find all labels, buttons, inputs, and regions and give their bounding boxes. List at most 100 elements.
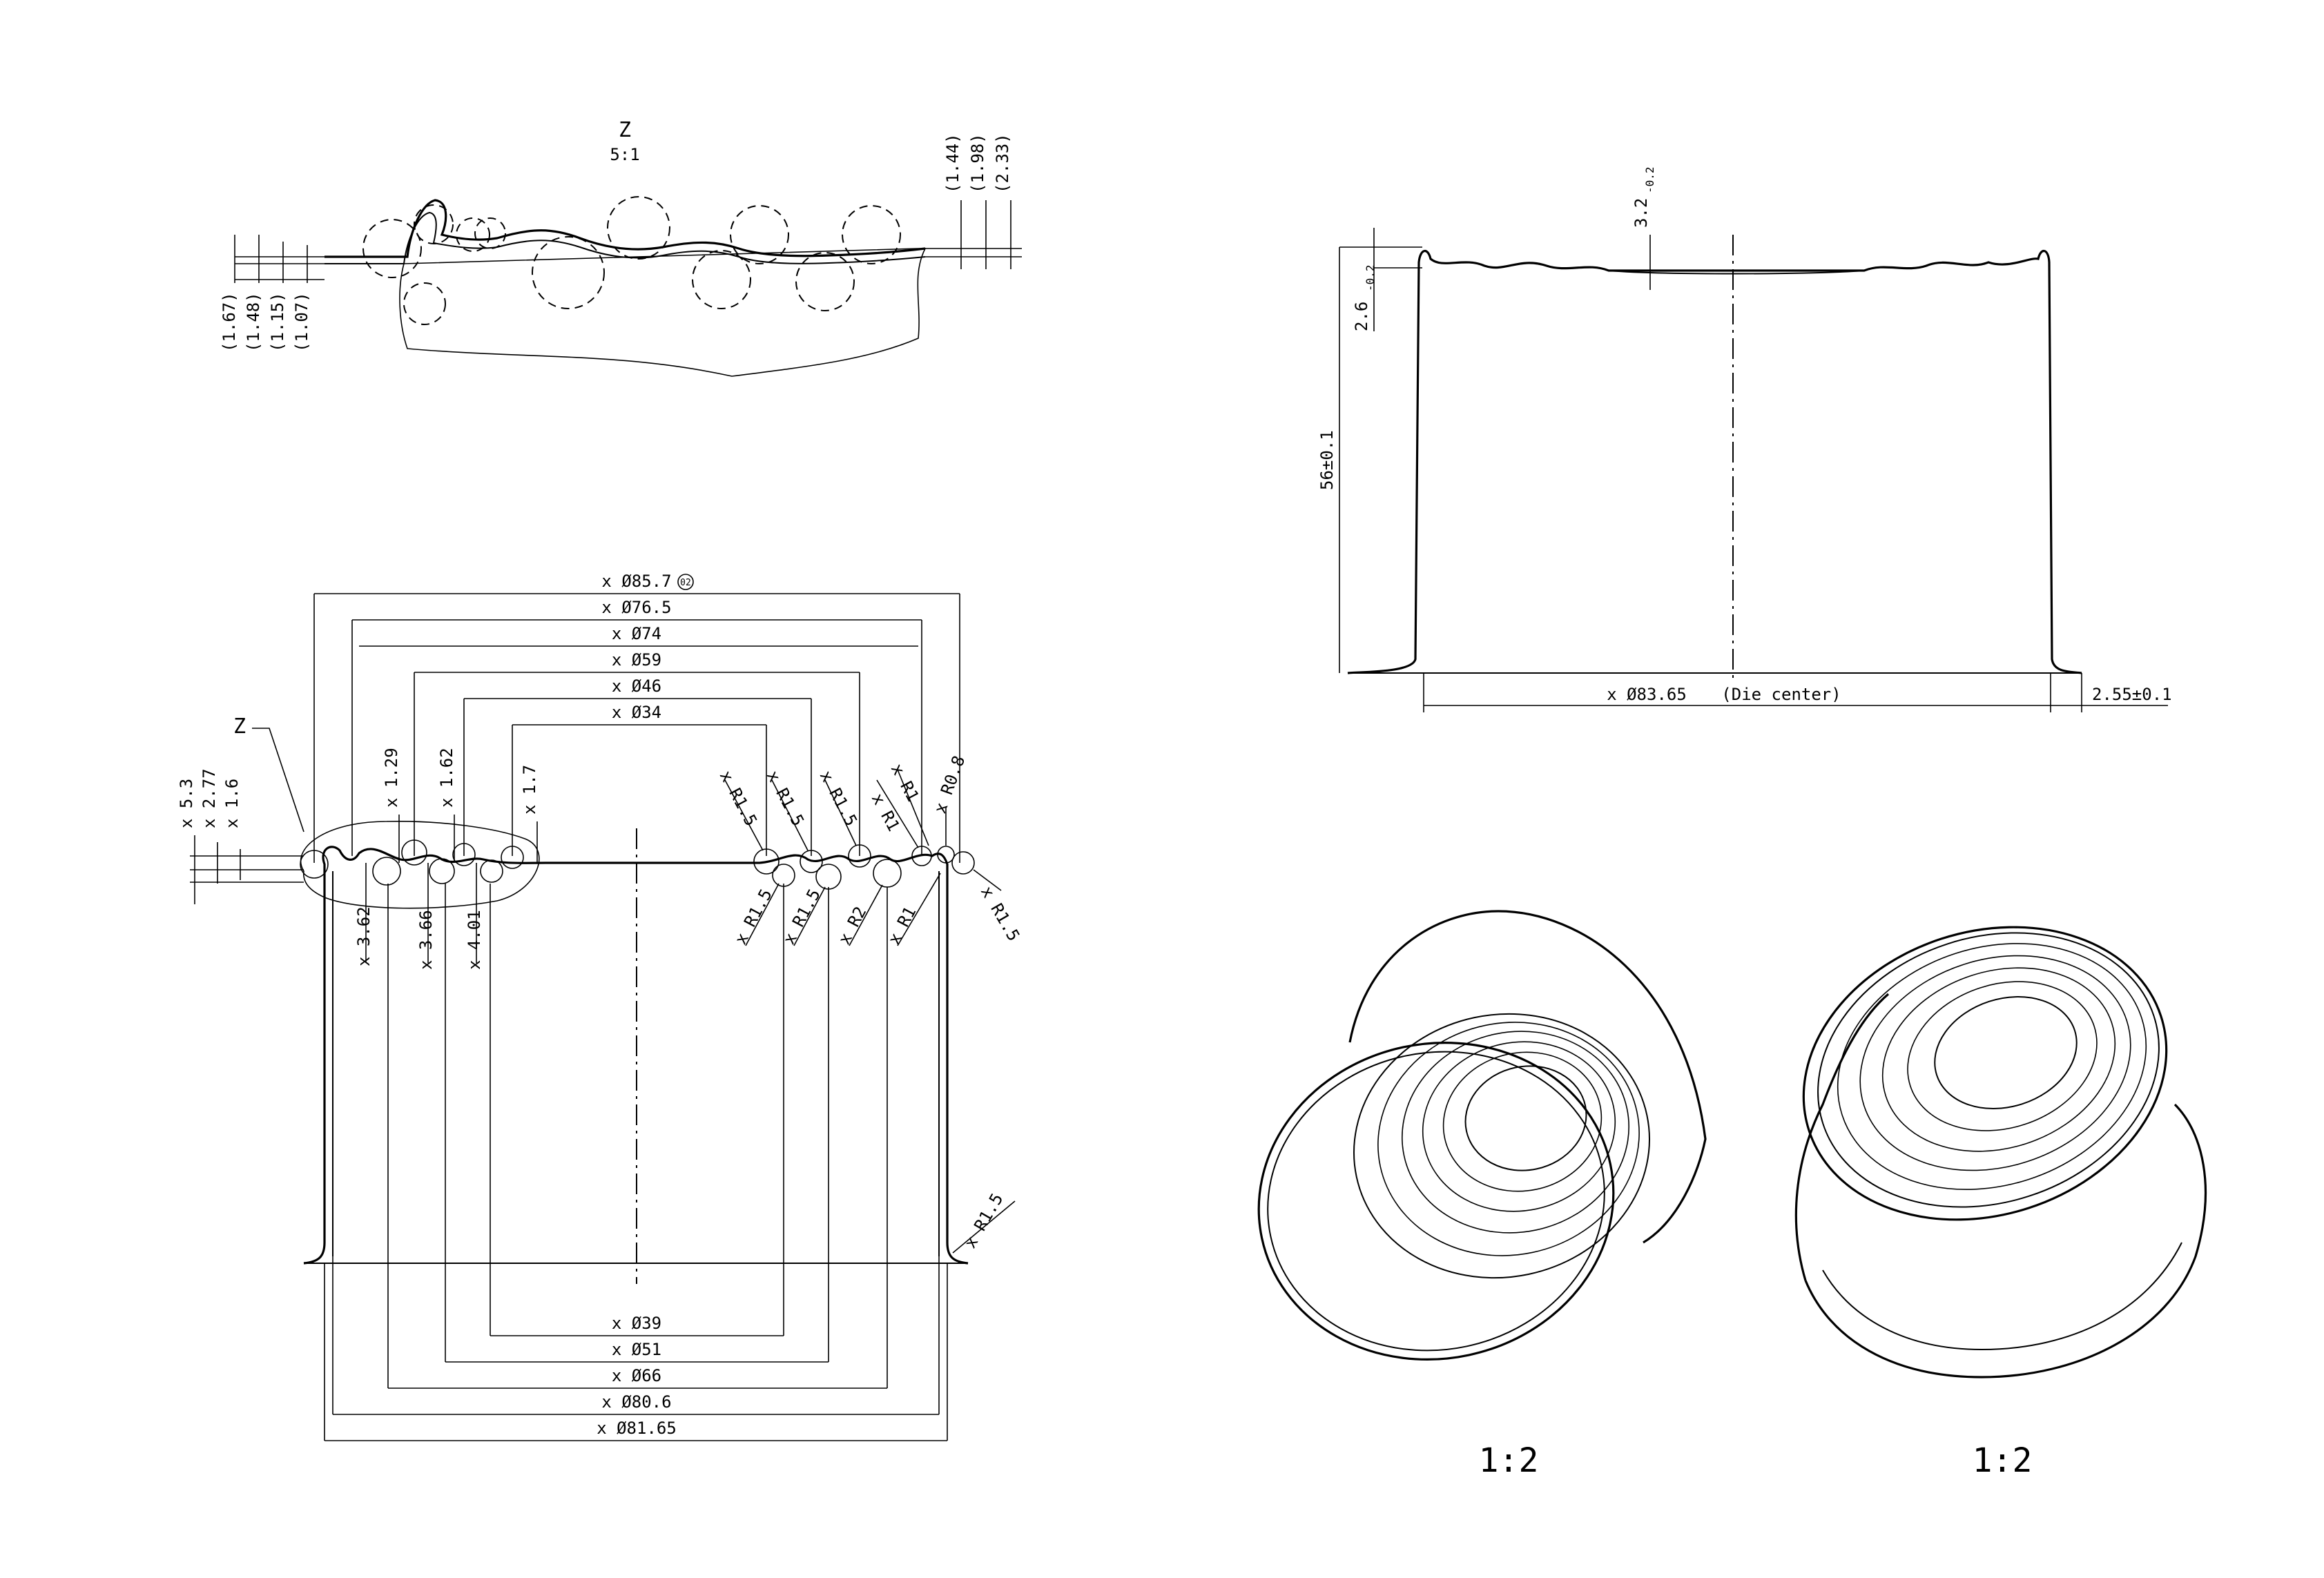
radius-dim: x R1 [887, 761, 923, 805]
detail-circle [362, 219, 422, 278]
side-height-dim: 56±0.1 [1317, 430, 1337, 490]
top-diameter-dims [313, 593, 960, 863]
radius-circle [951, 851, 975, 875]
diameter-dim: x Ø80.6 [601, 1392, 671, 1412]
radius-circle [372, 857, 401, 886]
detail-dim-left: (1.48) [244, 292, 263, 352]
detail-view-scale: 5:1 [610, 145, 639, 164]
side-outline [1347, 250, 2082, 674]
height-dim: x 1.6 [222, 779, 242, 828]
radius-leader [849, 884, 883, 946]
iso-right-ring [1907, 981, 2098, 1131]
side-view: 56±0.1 2.6 -0.2 3.2 -0.2 x Ø83.65 (Die c… [1317, 166, 2172, 712]
radius-dim: x R1.5 [816, 768, 861, 830]
radius-leader [897, 873, 941, 946]
side-top-height-tol: -0.2 [1364, 264, 1377, 291]
radius-dim: x R1.5 [977, 883, 1024, 944]
detail-callout-label: Z [233, 714, 246, 739]
detail-circle [414, 204, 454, 244]
depth-dim: x 4.01 [465, 910, 484, 970]
iso-left-ring [1402, 1031, 1629, 1234]
radius-circle [937, 846, 955, 864]
height-dim: x 1.62 [437, 748, 456, 808]
tolerance-tag: 02 [680, 578, 691, 588]
iso-left-ring [1422, 1041, 1616, 1212]
radius-dim: x R1.5 [763, 768, 808, 830]
detail-section-body [399, 248, 927, 377]
radius-leader [876, 779, 919, 848]
radius-circle [480, 859, 503, 883]
iso-left-rim-inner [1267, 1051, 1605, 1352]
iso-right-ring [1817, 932, 2160, 1208]
iso-right-scale: 1:2 [1973, 1441, 2033, 1480]
detail-dim-left: (1.15) [268, 292, 287, 352]
height-dims [190, 835, 304, 904]
detail-view-label: Z [619, 118, 631, 142]
radius-dim: x R1.5 [731, 886, 776, 948]
detail-callout-leader [252, 728, 304, 832]
radius-leader [793, 886, 826, 946]
iso-left-ring [1464, 1065, 1587, 1171]
height-dim: x 5.3 [177, 779, 196, 828]
diameter-dim: x Ø76.5 [601, 598, 671, 617]
detail-circle [532, 236, 605, 309]
diameter-dim: x Ø66 [612, 1366, 661, 1385]
detail-circle [795, 252, 855, 311]
iso-left-rim [1257, 1042, 1615, 1361]
iso-right-shell-bottom [1804, 1103, 2207, 1379]
iso-left-scale: 1:2 [1479, 1441, 1539, 1480]
diameter-dim: x Ø59 [612, 650, 661, 670]
iso-left-ring [1442, 1051, 1602, 1192]
side-depth-tol: -0.2 [1643, 166, 1656, 193]
detail-circle [474, 217, 506, 249]
side-diameter-dim: x Ø83.65 [1607, 685, 1687, 704]
detail-dim-right: (2.33) [993, 133, 1012, 193]
detail-circle [842, 205, 901, 264]
iso-view-right: 1:2 [1794, 926, 2207, 1480]
height-dim: x 1.7 [520, 765, 539, 815]
radius-dim: x R0.8 [930, 753, 969, 816]
side-depth-dim: 3.2 [1631, 198, 1651, 228]
diameter-dim: x Ø51 [612, 1340, 661, 1359]
radius-dim: x R1 [884, 904, 920, 948]
section-view: Z [177, 572, 1023, 1441]
section-outline [303, 846, 969, 1265]
detail-circle [456, 217, 490, 252]
detail-circle [403, 282, 446, 325]
depth-dim: x 3.62 [354, 906, 374, 966]
iso-right-top [1802, 926, 2168, 1221]
iso-right-ring [1859, 955, 2131, 1171]
diameter-dim: x Ø34 [612, 703, 661, 722]
detail-dim-left: (1.07) [292, 292, 311, 352]
diameter-dim: x Ø39 [612, 1314, 661, 1333]
bottom-diameter-dims [324, 884, 948, 1441]
detail-circle [692, 250, 751, 309]
diameter-dim: x Ø85.7 [601, 572, 671, 591]
detail-dim-left: (1.67) [220, 292, 239, 352]
radius-leader [724, 779, 764, 851]
diameter-dim: x Ø74 [612, 624, 661, 643]
radius-leader [952, 1200, 1016, 1254]
side-flange-dim: 2.55±0.1 [2092, 685, 2172, 704]
diameter-dim: x Ø46 [612, 676, 661, 696]
radius-leader [745, 883, 779, 946]
detail-dim-right: (1.98) [968, 133, 987, 193]
iso-right-ring [1881, 967, 2116, 1152]
side-diameter-note: (Die center) [1721, 685, 1841, 704]
detail-sheet-inner [325, 211, 926, 264]
iso-right-base-ring [1822, 1242, 2182, 1351]
radius-circle [873, 859, 902, 888]
radius-dim: x R1.5 [779, 886, 824, 948]
tolerance-tag-circle [677, 574, 694, 590]
radius-leader [824, 779, 857, 846]
side-top-height-dim: 2.6 [1352, 302, 1371, 331]
radius-leader [973, 869, 1002, 891]
iso-view-left: 1:2 [1257, 910, 1707, 1480]
section-inner [332, 871, 940, 1256]
detail-circle [730, 205, 789, 264]
iso-right-shell-left [1794, 993, 1890, 1281]
radius-circle [815, 864, 842, 890]
iso-right-ring [1934, 996, 2078, 1109]
detail-dim-right: (1.44) [943, 133, 962, 193]
